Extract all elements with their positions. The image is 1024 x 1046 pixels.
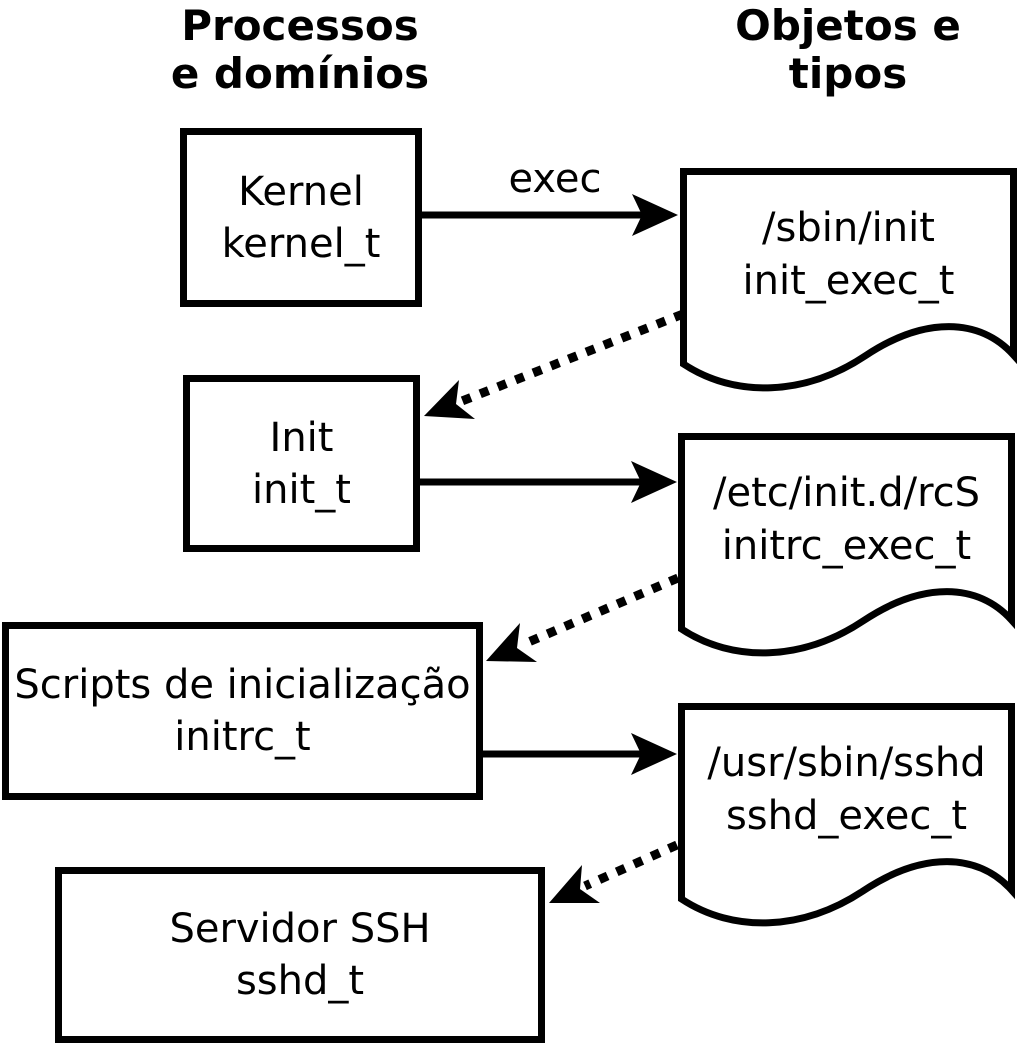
header-line: Processos	[181, 1, 419, 50]
process-name: Servidor SSH	[169, 906, 431, 952]
process-box-kernel: Kernel kernel_t	[180, 128, 422, 307]
process-name: Scripts de inicialização	[14, 662, 471, 708]
process-domain: kernel_t	[221, 220, 381, 267]
object-label-usr-sbin-sshd: /usr/sbin/sshd sshd_exec_t	[680, 737, 1013, 843]
document-shape-etc-initd-rcs	[678, 433, 1015, 657]
object-label-etc-initd-rcs: /etc/init.d/rcS initrc_exec_t	[680, 467, 1013, 573]
process-box-scripts: Scripts de inicialização initrc_t	[2, 622, 483, 800]
header-line: tipos	[788, 49, 908, 98]
process-domain: init_t	[252, 466, 351, 513]
object-path: /usr/sbin/sshd	[707, 740, 986, 786]
process-domain: initrc_t	[174, 714, 311, 760]
header-line: Objetos e	[735, 1, 961, 50]
object-type: initrc_exec_t	[721, 523, 972, 569]
process-name: Init	[269, 414, 334, 461]
process-domain: sshd_t	[235, 958, 365, 1004]
object-path: /etc/init.d/rcS	[712, 470, 981, 516]
arrow-sbin-init-to-init	[424, 309, 685, 419]
process-name: Kernel	[238, 168, 364, 215]
object-label-sbin-init: /sbin/init init_exec_t	[682, 202, 1015, 308]
header-line: e domínios	[170, 49, 430, 98]
arrow-init-to-etc-initd-rcs	[420, 461, 677, 503]
arrow-kernel-to-sbin-init	[422, 194, 678, 236]
document-shape-sbin-init	[680, 168, 1017, 392]
arrow-scripts-to-usr-sbin-sshd	[483, 733, 677, 775]
object-type: sshd_exec_t	[725, 793, 968, 839]
process-box-init: Init init_t	[183, 375, 420, 552]
arrow-etc-initd-rcs-to-scripts	[486, 573, 680, 662]
column-header-processes: Processos e domínios	[130, 2, 470, 98]
document-shape-usr-sbin-sshd	[678, 703, 1015, 927]
column-header-objects: Objetos e tipos	[678, 2, 1018, 98]
process-box-servidor-ssh: Servidor SSH sshd_t	[55, 867, 545, 1043]
object-type: init_exec_t	[742, 258, 955, 304]
object-path: /sbin/init	[762, 205, 935, 251]
edge-label-exec: exec	[508, 156, 602, 202]
arrow-usr-sbin-sshd-to-servidor	[549, 840, 679, 903]
